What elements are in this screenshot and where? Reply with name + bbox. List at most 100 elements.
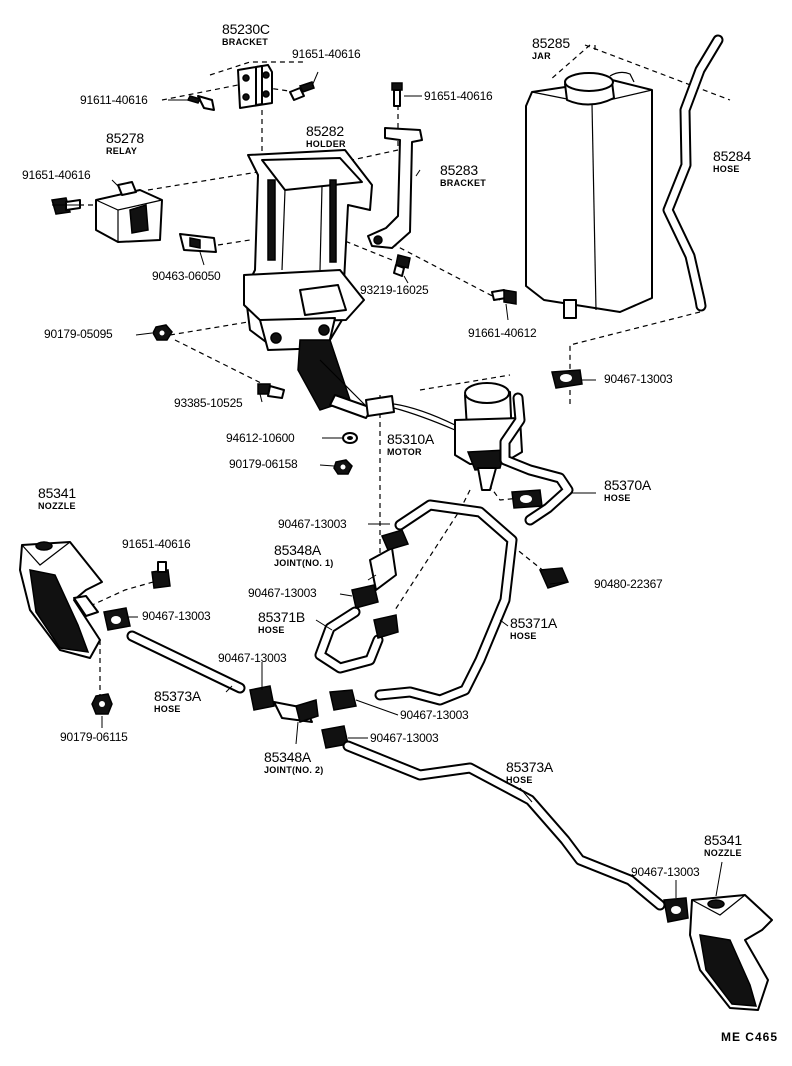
pn-90467-13003-d: 90467-13003 xyxy=(370,731,439,745)
nozzle-85341-left xyxy=(19,541,103,659)
part-name: BRACKET xyxy=(440,178,487,188)
joint-85348a-no2 xyxy=(249,685,357,749)
label-holder-85282: 85282 HOLDER xyxy=(306,123,346,150)
nut-90179-06158 xyxy=(333,459,353,475)
pn-90467-13003-right: 90467-13003 xyxy=(631,865,700,879)
part-number: 85282 xyxy=(306,123,344,139)
part-name: HOSE xyxy=(713,164,740,174)
label-motor-85310a: 85310A MOTOR xyxy=(387,431,435,458)
bolt-91611-40616 xyxy=(186,95,215,111)
hose-85371b xyxy=(314,606,384,674)
pn-90179-06158: 90179-06158 xyxy=(229,457,298,471)
pn-94612-10600: 94612-10600 xyxy=(226,431,295,445)
clamp-90467-13003-right xyxy=(663,897,689,923)
part-number: 85284 xyxy=(713,148,751,164)
nozzle-85341-right xyxy=(689,894,773,1011)
bolt-91651-40616-relay xyxy=(51,197,81,215)
part-number: 85371B xyxy=(258,609,306,625)
part-number: 85283 xyxy=(440,162,478,178)
jar-85285 xyxy=(525,71,653,319)
pn-90467-13003-a: 90467-13003 xyxy=(248,586,317,600)
pn-90463-06050: 90463-06050 xyxy=(152,269,221,283)
part-number: 85230C xyxy=(222,21,270,37)
label-nozzle-85341-right: 85341 NOZZLE xyxy=(704,833,742,859)
part-number: 85285 xyxy=(532,35,570,51)
bracket-85283 xyxy=(367,127,423,249)
part-name: NOZZLE xyxy=(704,848,742,858)
grommet-94612-10600 xyxy=(342,432,358,444)
clamp-90467-13003-motor xyxy=(551,369,583,389)
part-number: 85373A xyxy=(506,759,554,775)
pn-91651-40616-relay: 91651-40616 xyxy=(22,168,91,182)
part-name: HOSE xyxy=(604,493,631,503)
label-nozzle-85341-left: 85341 NOZZLE xyxy=(38,485,76,512)
part-name: MOTOR xyxy=(387,447,422,457)
assembly-dashed-lines xyxy=(70,44,731,695)
label-joint-85348a-no2: 85348A JOINT(NO. 2) xyxy=(264,749,324,776)
part-number: 85370A xyxy=(604,477,652,493)
clamp-near-85370a xyxy=(511,489,543,509)
hose-85284 xyxy=(662,34,724,312)
hose-85373a-right xyxy=(342,740,666,911)
bracket-85230c xyxy=(237,64,273,109)
label-hose-85371b: 85371B HOSE xyxy=(258,609,306,636)
label-jar-85285: 85285 JAR xyxy=(532,35,570,62)
clip-90480-22367 xyxy=(538,567,570,589)
pn-91651-40616-jar: 91651-40616 xyxy=(424,89,493,103)
label-bracket-85283: 85283 BRACKET xyxy=(440,162,487,189)
pn-90467-13003-motor: 90467-13003 xyxy=(604,372,673,386)
holder-85282 xyxy=(243,149,373,419)
label-hose-85370a: 85370A HOSE xyxy=(604,477,652,504)
part-number: 85310A xyxy=(387,431,435,447)
screw-93385-10525 xyxy=(257,383,285,399)
part-name: NOZZLE xyxy=(38,501,76,511)
nut-90179-06115 xyxy=(91,693,113,715)
label-hose-85371a: 85371A HOSE xyxy=(510,615,558,642)
hose-85373a-left xyxy=(126,630,246,694)
label-hose-85284: 85284 HOSE xyxy=(713,148,751,175)
joint-85348a-no1 xyxy=(351,529,410,639)
leader-lines xyxy=(52,71,723,898)
label-relay-85278: 85278 RELAY xyxy=(106,130,144,157)
part-name: JOINT(NO. 2) xyxy=(264,765,324,775)
screw-93219-16025 xyxy=(393,254,411,277)
clip-90463-06050 xyxy=(179,233,217,253)
part-number: 85371A xyxy=(510,615,558,631)
clamp-90467-13003-left xyxy=(103,607,131,631)
label-hose-85373a-left: 85373A HOSE xyxy=(154,688,202,715)
label-bracket-85230c: 85230C BRACKET xyxy=(222,21,270,48)
label-joint-85348a-no1: 85348A JOINT(NO. 1) xyxy=(274,542,334,569)
pn-91651-40616-top: 91651-40616 xyxy=(292,47,361,61)
pn-90480-22367: 90480-22367 xyxy=(594,577,663,591)
bolt-91661-40612 xyxy=(491,289,517,305)
nut-90179-05095 xyxy=(152,324,173,341)
diagram-code: ME C465 xyxy=(720,1030,778,1044)
pn-90467-13003-b: 90467-13003 xyxy=(218,651,287,665)
pn-90467-13003-left: 90467-13003 xyxy=(142,609,211,623)
bolt-91651-40616-jar xyxy=(391,82,403,107)
pn-93385-10525: 93385-10525 xyxy=(174,396,243,410)
part-name: HOSE xyxy=(510,631,537,641)
bolt-91651-40616-top xyxy=(289,81,315,101)
pn-91651-40616-nozzle: 91651-40616 xyxy=(122,537,191,551)
part-name: HOLDER xyxy=(306,139,346,149)
hose-85370a xyxy=(499,392,574,526)
pn-93219-16025: 93219-16025 xyxy=(360,283,429,297)
part-name: HOSE xyxy=(258,625,285,635)
part-number: 85348A xyxy=(274,542,322,558)
part-name: JAR xyxy=(532,51,551,61)
relay-85278 xyxy=(95,181,163,243)
part-number: 85373A xyxy=(154,688,202,704)
part-number: 85348A xyxy=(264,749,312,765)
bolt-91651-40616-nozzle xyxy=(151,561,171,589)
label-hose-85373a-right: 85373A HOSE xyxy=(506,759,554,786)
pn-90179-06115: 90179-06115 xyxy=(60,730,128,744)
part-name: RELAY xyxy=(106,146,138,156)
part-number: 85278 xyxy=(106,130,144,146)
pn-90467-13003-joint1: 90467-13003 xyxy=(278,517,347,531)
part-name: JOINT(NO. 1) xyxy=(274,558,334,568)
pn-90179-05095: 90179-05095 xyxy=(44,327,113,341)
part-number: 85341 xyxy=(38,485,76,501)
hose-85371a xyxy=(374,499,518,706)
